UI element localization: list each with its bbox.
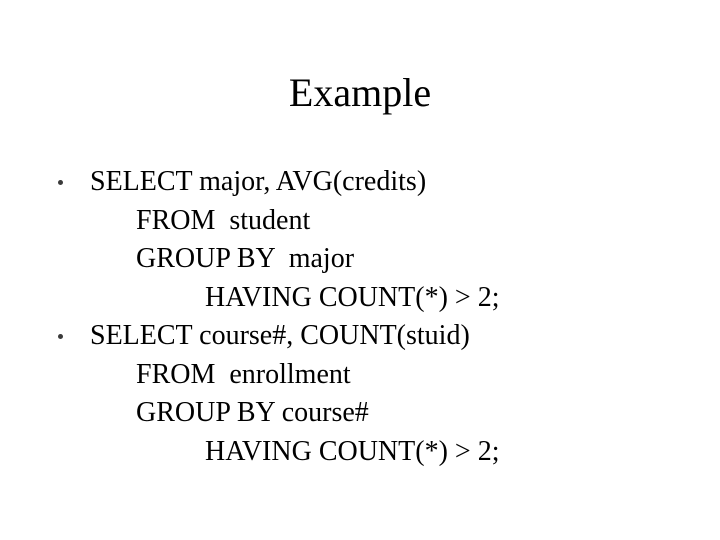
sql-line: GROUP BY major: [136, 243, 355, 274]
sql-line: FROM enrollment: [136, 358, 351, 390]
slide-body: SELECT major, AVG(credits) FROM student …: [52, 163, 692, 471]
sql-line: FROM student: [136, 204, 311, 236]
bullet-dot-icon: [58, 180, 63, 185]
bullet-dot-icon: [58, 334, 63, 339]
sql-line: GROUP BY course#: [136, 397, 369, 428]
sql-line: SELECT course#, COUNT(stuid): [90, 320, 470, 351]
bullet-item: SELECT course#, COUNT(stuid) FROM enroll…: [52, 317, 692, 471]
sql-line: HAVING COUNT(*) > 2;: [205, 435, 500, 467]
sql-line: SELECT major, AVG(credits): [90, 166, 427, 197]
sql-line: HAVING COUNT(*) > 2;: [205, 281, 500, 313]
bullet-item: SELECT major, AVG(credits) FROM student …: [52, 163, 692, 317]
page-title: Example: [288, 70, 432, 115]
